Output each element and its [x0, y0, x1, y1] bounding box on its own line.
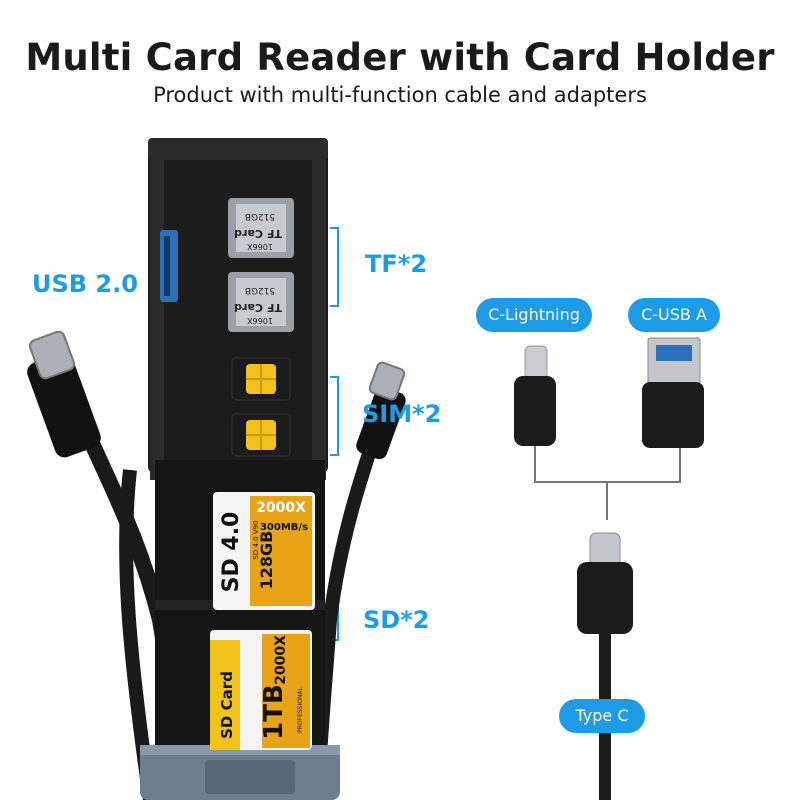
type-c-pill: Type C	[559, 699, 645, 733]
adapter-connector-lines	[534, 445, 681, 520]
tf-card-2-name: TF Card	[234, 301, 282, 314]
usb-a-pill: C-USB A	[628, 298, 720, 332]
tf-card-2	[228, 272, 294, 332]
usb-a-adapter	[642, 337, 704, 448]
usb-port	[160, 230, 178, 302]
tf-card-2-speed: 1066X	[247, 316, 273, 325]
sd-card-2	[210, 630, 312, 750]
tf-card-1	[228, 198, 294, 258]
usb-label: USB 2.0	[32, 270, 138, 298]
sd-label: SD*2	[363, 606, 430, 634]
sd-card-1-spec: SD 4.0 V90	[252, 520, 260, 559]
page-title: Multi Card Reader with Card Holder	[25, 36, 775, 79]
sim-label: SIM*2	[362, 400, 442, 428]
sd-card-2-speed: 2000X	[273, 635, 289, 685]
sd-card-1-name: SD 4.0	[219, 512, 244, 593]
type-c-cable	[577, 532, 633, 800]
tf-card-2-capacity: 512GB	[245, 285, 275, 295]
sd-card-2-name: SD Card	[218, 671, 236, 739]
tf-label: TF*2	[365, 250, 428, 278]
lightning-adapter	[514, 345, 556, 446]
sim-bracket	[330, 376, 339, 456]
sd-card-1-speed: 2000X	[256, 500, 306, 516]
page-subtitle: Product with multi-function cable and ad…	[153, 83, 647, 107]
sim-card-1	[231, 357, 291, 401]
lightning-pill: C-Lightning	[476, 298, 592, 332]
sd-card-1-capacity: 128GB	[257, 531, 276, 590]
sim-card-2	[231, 413, 291, 457]
sd-card-2-capacity: 1TB	[259, 684, 289, 740]
sd-card-1	[213, 492, 315, 610]
tf-card-1-capacity: 512GB	[245, 211, 275, 221]
sd-card-2-grade: PROFESSIONAL	[297, 686, 304, 732]
sd-card-1-rate: 300MB/s	[260, 522, 308, 533]
tf-card-1-name: TF Card	[234, 227, 282, 240]
tf-bracket	[330, 227, 339, 307]
tf-card-1-speed: 1066X	[247, 242, 273, 251]
